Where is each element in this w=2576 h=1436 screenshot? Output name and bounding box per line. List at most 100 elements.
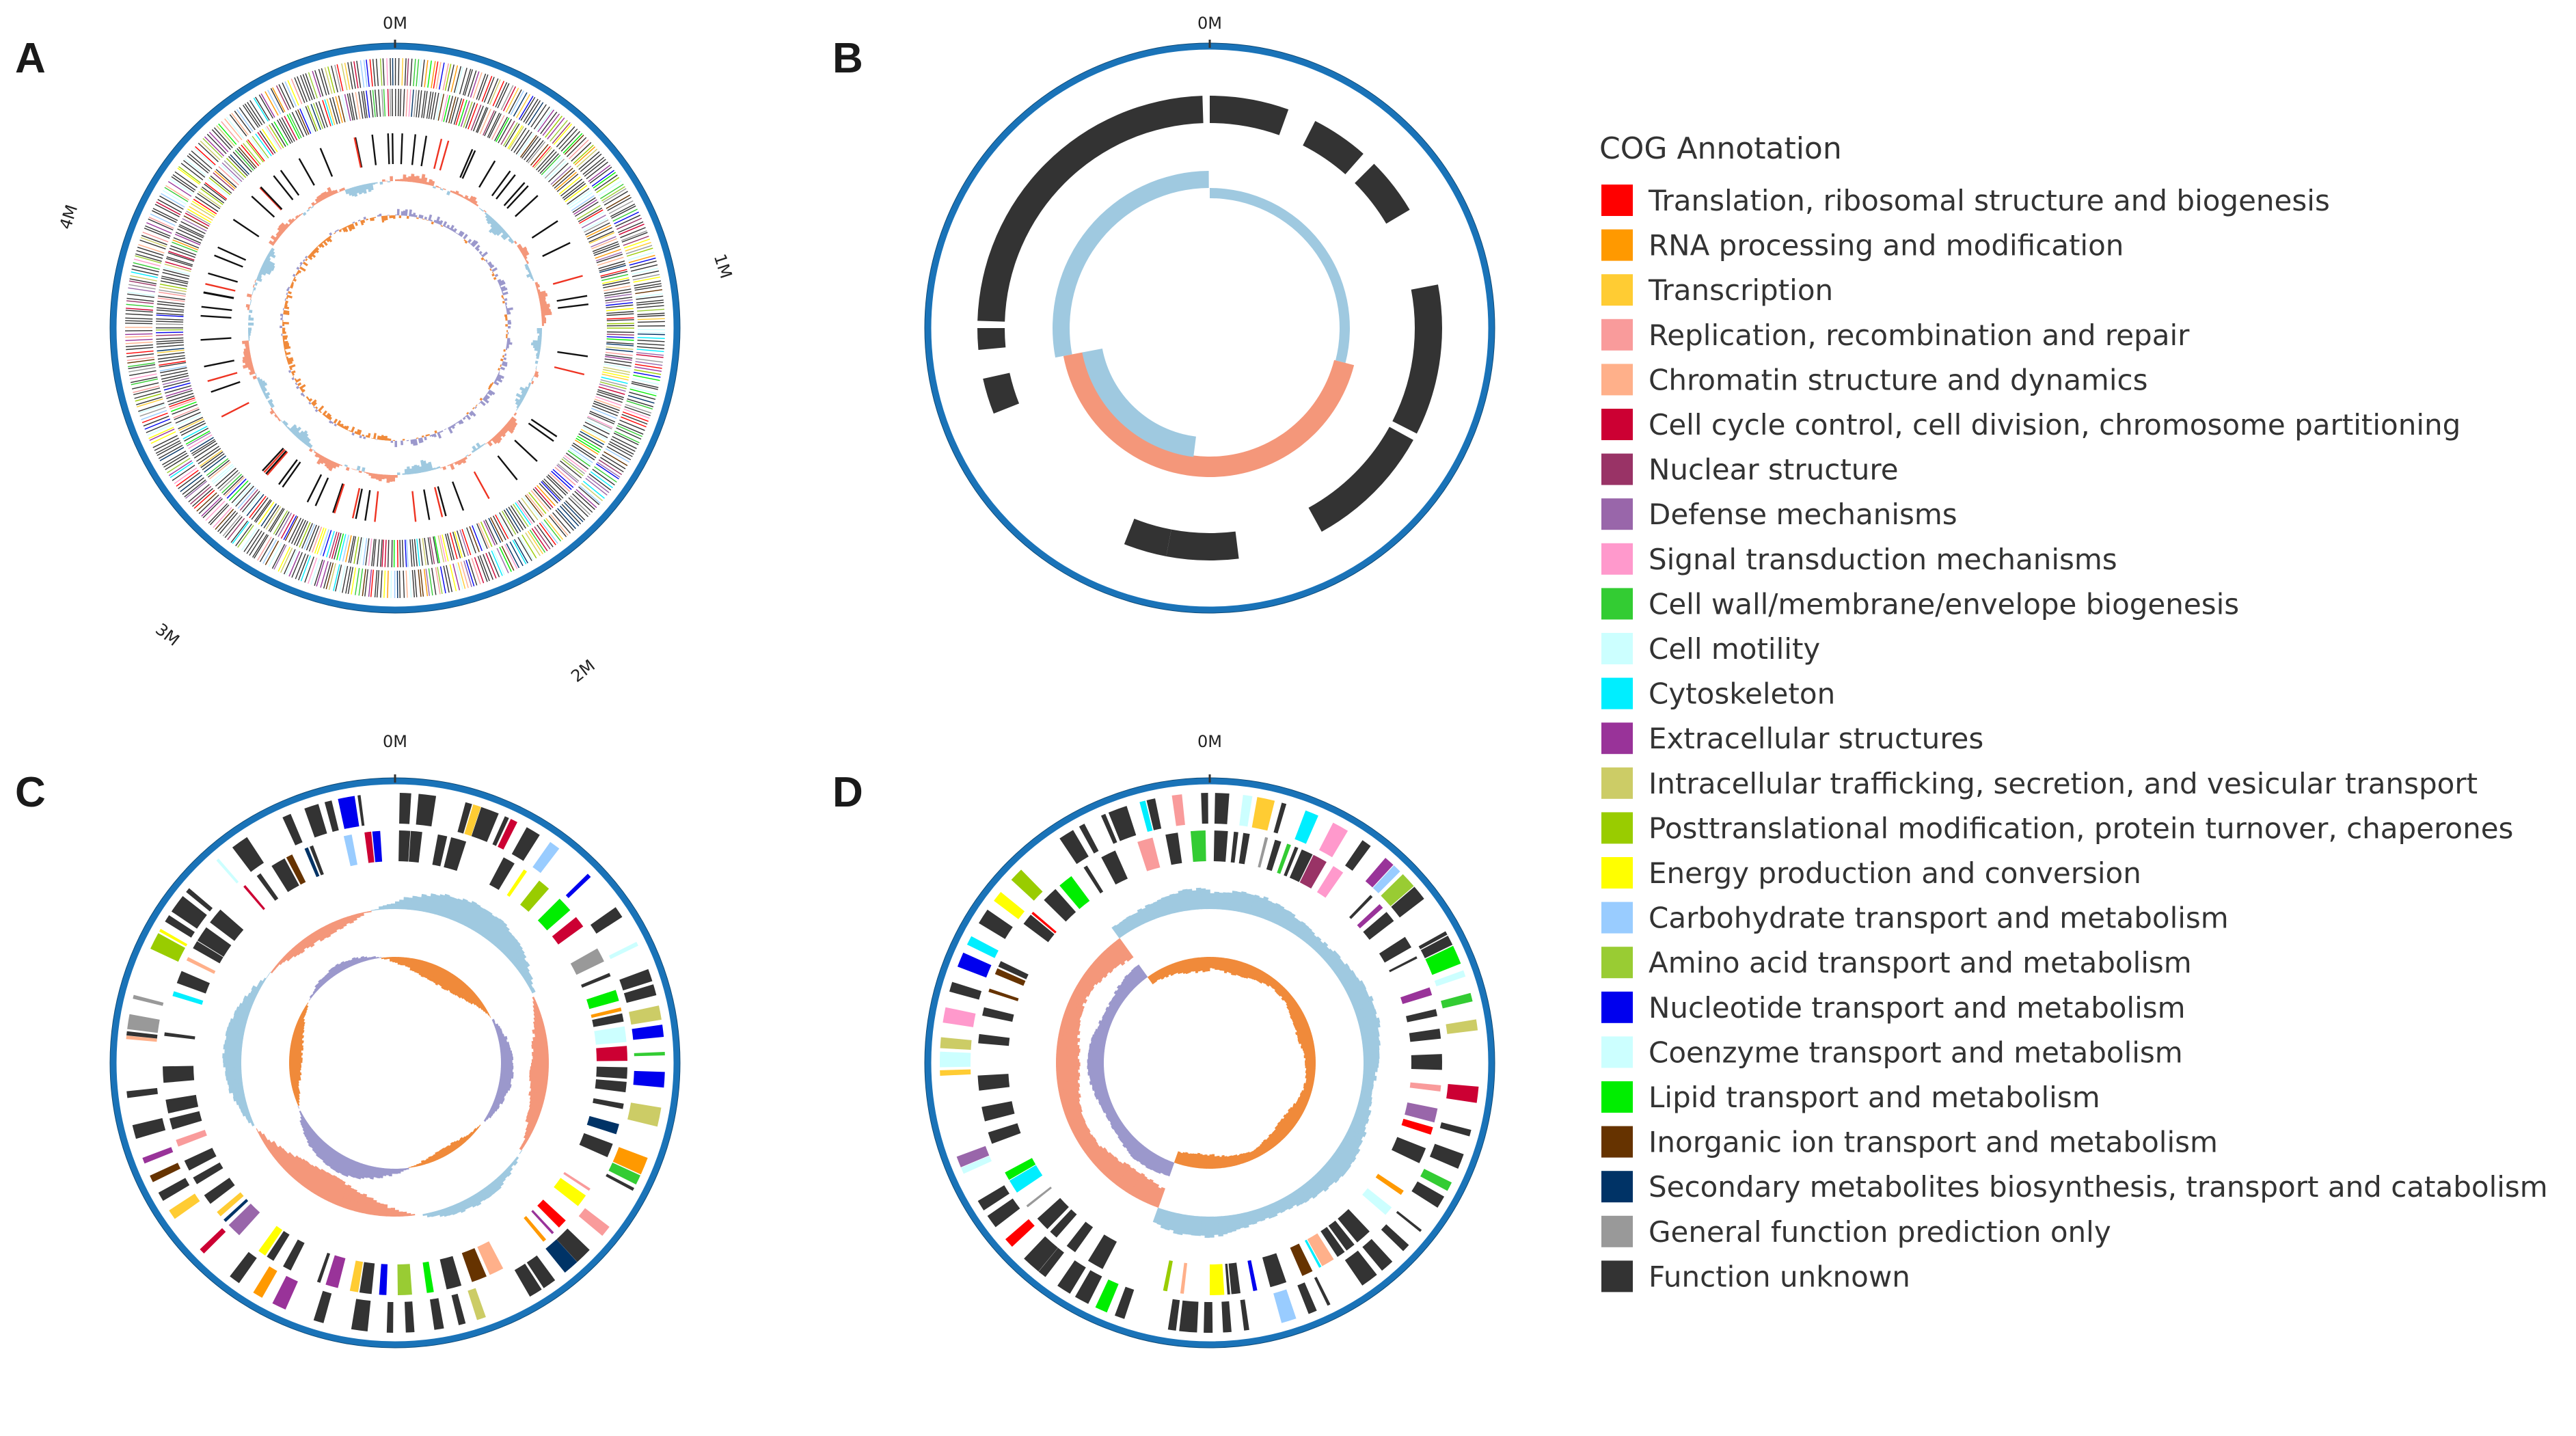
gc-content-bar	[514, 1156, 519, 1162]
gc-skew-bar	[299, 1014, 305, 1020]
forward-cds-mark	[137, 247, 164, 256]
reverse-cds-mark	[606, 317, 634, 320]
gc-skew-bar	[500, 286, 506, 290]
gc-content-bar	[1063, 1104, 1082, 1115]
reverse-cds-mark	[381, 89, 384, 117]
gc-content-bar	[438, 893, 450, 917]
gc-skew-bar	[300, 1115, 305, 1120]
rna-mark	[437, 486, 447, 517]
gc-skew-bar	[458, 1139, 464, 1146]
forward-cds-mark	[172, 174, 196, 191]
forward-cds-mark	[632, 381, 659, 388]
reverse-cds-mark	[602, 371, 629, 378]
forward-cds-block	[633, 1070, 665, 1088]
reverse-cds-mark	[434, 536, 440, 564]
gc-content-bar	[1074, 1128, 1091, 1140]
reverse-cds-mark	[433, 92, 439, 120]
legend-item: Signal transduction mechanisms	[1601, 543, 2117, 576]
gc-content-bar	[490, 220, 498, 228]
rna-mark	[434, 487, 444, 517]
forward-cds-mark	[162, 450, 187, 465]
gc-skew-bar	[1104, 1108, 1115, 1115]
gc-content-bar	[386, 904, 392, 910]
reverse-cds-block	[176, 971, 211, 994]
outer-ring	[925, 43, 1495, 613]
gc-content-bar	[329, 922, 338, 934]
reverse-cds-mark	[507, 125, 523, 149]
gc-content-bar	[523, 1133, 530, 1141]
gc-skew-bar	[1087, 1062, 1104, 1066]
rna-mark	[473, 471, 490, 500]
gc-skew-bar	[1092, 1084, 1107, 1092]
gc-content-bar	[1079, 978, 1095, 991]
gc-content-bar	[1141, 907, 1152, 923]
gc-content-bar	[1160, 1210, 1170, 1230]
gc-content-bar	[1169, 1212, 1178, 1231]
forward-cds-mark	[560, 131, 581, 152]
gc-skew-bar	[1102, 1015, 1113, 1022]
forward-cds-block	[994, 891, 1025, 919]
gc-content-bar	[487, 217, 494, 225]
gc-content-bar	[1213, 1216, 1219, 1235]
reverse-cds-mark	[238, 146, 257, 168]
forward-cds-mark	[636, 358, 663, 363]
gc-skew-bar	[444, 1146, 450, 1155]
reverse-cds-mark	[215, 169, 237, 188]
panel-a-genome-circle: A 0M 1M 2M 3M 4M	[15, 14, 735, 686]
forward-cds-mark	[135, 393, 162, 402]
legend-label: Signal transduction mechanisms	[1649, 543, 2117, 576]
gc-content-bar	[370, 1200, 377, 1216]
gc-content-bar	[314, 1171, 331, 1196]
forward-cds-mark	[398, 58, 400, 86]
forward-cds-mark	[595, 463, 619, 480]
gc-content-bar	[351, 468, 355, 470]
forward-cds-mark	[246, 530, 262, 554]
forward-cds-mark	[596, 177, 620, 193]
gc-skew-bar	[426, 219, 429, 221]
gc-content-arc	[1210, 188, 1351, 363]
reverse-cds-mark	[577, 435, 601, 451]
gc-skew-bar	[359, 435, 362, 439]
reverse-cds-mark	[501, 511, 517, 535]
forward-cds-mark	[411, 570, 415, 598]
forward-cds-mark	[616, 427, 642, 440]
gc-skew-bar	[448, 1144, 455, 1152]
panel-b-letter: B	[832, 35, 863, 82]
gc-content-bar	[306, 442, 311, 447]
gc-skew-bar	[500, 1074, 514, 1079]
gc-skew-bar	[401, 440, 403, 446]
forward-cds-mark	[222, 515, 241, 537]
gc-skew-bar	[1297, 1035, 1313, 1042]
gc-skew-bar	[1120, 983, 1132, 994]
gc-content-bar	[527, 1110, 541, 1119]
forward-cds-mark	[226, 116, 244, 139]
gc-skew-bar	[1133, 966, 1146, 981]
gc-content-bar	[535, 366, 537, 369]
reverse-cds-mark	[469, 526, 480, 552]
reverse-cds-mark	[544, 159, 565, 179]
gc-content-bar	[1134, 912, 1144, 926]
reverse-cds-mark	[562, 457, 585, 474]
reverse-cds-mark	[210, 175, 232, 194]
reverse-cds-mark	[562, 181, 585, 199]
gc-skew-bar	[462, 1136, 468, 1142]
forward-cds-mark	[625, 245, 653, 254]
reverse-cds-mark	[515, 502, 532, 526]
gc-content-bar	[457, 460, 462, 465]
reverse-cds-block	[591, 1007, 622, 1018]
forward-cds-mark	[285, 550, 298, 575]
reverse-cds-mark	[606, 304, 634, 308]
reverse-cds-block	[506, 869, 528, 897]
forward-cds-mark	[259, 538, 275, 563]
gc-content-bar	[1089, 1147, 1108, 1163]
gc-content-bar	[541, 311, 552, 316]
legend-swatch	[1601, 947, 1633, 979]
forward-cds-mark	[273, 545, 287, 570]
gc-skew-bar	[440, 225, 444, 228]
reverse-cds-mark	[452, 532, 461, 558]
reverse-cds-mark	[606, 338, 634, 341]
forward-cds-mark	[636, 349, 664, 353]
gc-skew-bar	[302, 1124, 312, 1133]
reverse-cds-mark	[329, 98, 338, 124]
forward-cds-mark	[172, 464, 195, 481]
